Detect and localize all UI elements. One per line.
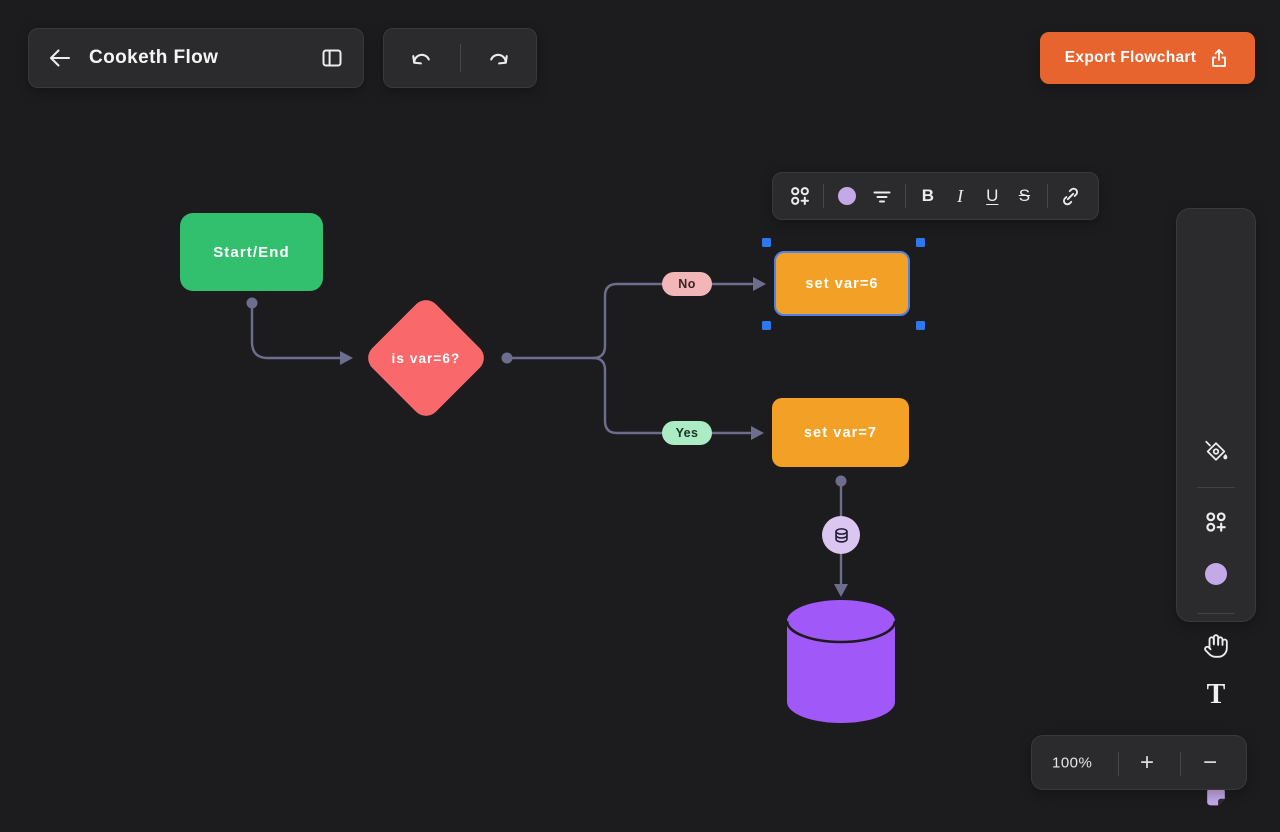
divider	[1197, 613, 1235, 614]
history-bar	[383, 28, 537, 88]
link-button[interactable]	[1056, 179, 1086, 213]
format-toolbar: B I U S	[772, 172, 1099, 220]
side-panel-toggle-button[interactable]	[315, 41, 349, 75]
node-label: set var=6	[805, 275, 879, 292]
edge-start-decision	[250, 301, 342, 360]
fill-color-button[interactable]	[832, 179, 862, 213]
export-label: Export Flowchart	[1064, 49, 1197, 66]
underline-button[interactable]: U	[986, 186, 999, 205]
shapes-add-tool[interactable]	[1203, 509, 1229, 535]
selection-handle-ne[interactable]	[916, 238, 925, 247]
color-swatch-tool[interactable]	[1205, 563, 1227, 585]
divider	[823, 184, 825, 208]
selection-handle-sw[interactable]	[762, 321, 771, 330]
shapes-add-icon	[1206, 512, 1226, 532]
back-arrow-icon	[49, 49, 71, 67]
node-label: Start/End	[213, 243, 290, 261]
undo-icon	[412, 53, 431, 64]
node-label: set var=7	[803, 424, 878, 441]
node-label: is var=6?	[391, 350, 461, 366]
node-database-cylinder[interactable]	[784, 599, 898, 725]
edge-label-yes[interactable]: Yes	[662, 421, 712, 445]
edge-database-badge[interactable]	[822, 516, 860, 554]
undo-button[interactable]	[402, 38, 442, 78]
shapes-add-icon	[791, 187, 810, 205]
selection-handle-se[interactable]	[916, 321, 925, 330]
divider	[904, 184, 906, 208]
side-panel-icon	[322, 49, 342, 67]
redo-icon	[489, 53, 508, 64]
edge-label-no[interactable]: No	[662, 272, 712, 296]
divider	[1046, 184, 1048, 208]
link-icon	[1063, 187, 1079, 205]
divider	[1118, 752, 1119, 776]
italic-button[interactable]: I	[957, 185, 964, 206]
edge-label-text: No	[678, 277, 696, 291]
divider	[1180, 752, 1181, 776]
zoom-level[interactable]: 100%	[1052, 754, 1093, 771]
zoom-out-button[interactable]: −	[1203, 748, 1218, 776]
redo-button[interactable]	[478, 38, 518, 78]
title-bar: Cooketh Flow	[28, 28, 364, 88]
tool-panel: T	[1176, 208, 1256, 806]
paint-bucket-tool[interactable]	[1203, 438, 1230, 465]
shapes-add-button[interactable]	[785, 179, 815, 213]
flow-title: Cooketh Flow	[89, 47, 219, 68]
align-button[interactable]	[867, 179, 897, 213]
share-export-icon	[1212, 49, 1227, 67]
text-tool[interactable]: T	[1206, 679, 1226, 710]
node-set-var-6-selected[interactable]: set var=6	[774, 251, 910, 316]
hand-pan-tool[interactable]	[1203, 633, 1229, 659]
strikethrough-button[interactable]: S	[1018, 186, 1031, 205]
edge-endpoints	[246, 277, 848, 597]
selection-handle-nw[interactable]	[762, 238, 771, 247]
database-icon	[834, 527, 848, 543]
divider	[1197, 487, 1235, 488]
hand-icon	[1204, 634, 1228, 658]
bold-button[interactable]: B	[921, 186, 935, 205]
node-set-var-7[interactable]: set var=7	[772, 398, 909, 467]
fill-color-swatch-icon	[838, 187, 857, 205]
edge-label-text: Yes	[675, 426, 699, 440]
node-start-end[interactable]: Start/End	[180, 213, 323, 291]
paint-bucket-icon	[1205, 440, 1228, 461]
node-decision[interactable]: is var=6?	[362, 294, 490, 422]
back-button[interactable]	[43, 41, 77, 75]
zoom-in-button[interactable]: +	[1140, 748, 1155, 776]
divider	[459, 44, 461, 72]
align-center-icon	[873, 191, 891, 203]
sticky-note-icon	[1207, 788, 1225, 806]
export-flowchart-button[interactable]: Export Flowchart	[1040, 32, 1255, 84]
color-swatch-icon	[1205, 563, 1227, 585]
zoom-controls: 100% + −	[1031, 735, 1247, 790]
sticky-note-tool[interactable]	[1203, 783, 1230, 810]
